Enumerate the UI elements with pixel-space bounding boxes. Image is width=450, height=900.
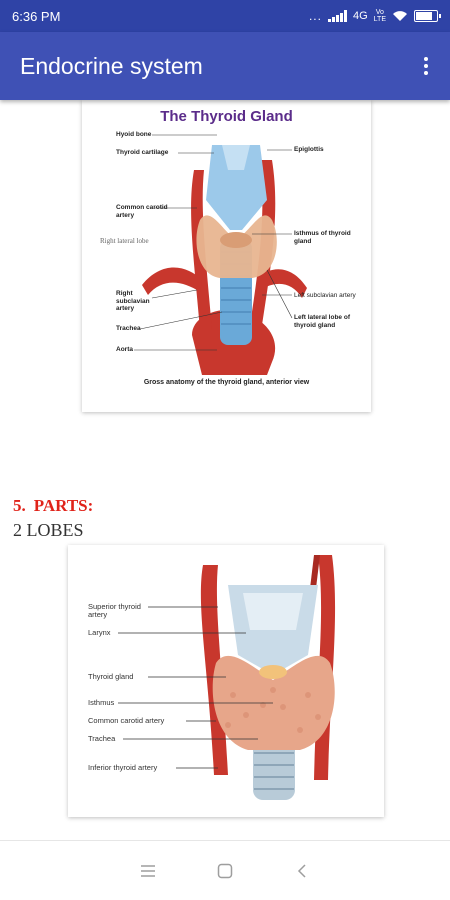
more-vert-icon[interactable]	[418, 51, 434, 81]
thyroid-lobes-figure: Superior thyroid artery Larynx Thyroid g…	[68, 545, 384, 817]
section-title: PARTS:	[33, 496, 94, 515]
label-common-carotid-artery: Common carotid artery	[88, 716, 165, 725]
network-type: 4G	[352, 10, 368, 22]
figure1-title: The Thyroid Gland	[160, 108, 293, 125]
status-icons: ... 4G Vo LTE	[308, 9, 441, 23]
battery-icon	[414, 10, 441, 22]
section-subheading: 2 LOBES	[13, 520, 84, 540]
volte-icon: Vo LTE	[374, 9, 386, 23]
label-thyroid-gland: Thyroid gland	[88, 672, 134, 681]
wifi-icon	[393, 11, 407, 21]
status-time: 6:36 PM	[12, 8, 61, 24]
thyroid-anatomy-figure: The Thyroid Gland Hyoid bone Thyroid car…	[82, 100, 371, 412]
signal-icon	[327, 10, 347, 22]
app-title: Endocrine system	[20, 52, 203, 79]
notification-dots: ...	[308, 9, 322, 23]
label-trachea-2: Trachea	[88, 734, 116, 743]
section-number: 5.	[13, 496, 26, 515]
menu-icon[interactable]	[133, 856, 163, 886]
label-isthmus: Isthmus of thyroid gland	[294, 230, 351, 245]
app-bar: Endocrine system	[0, 32, 450, 100]
home-square-icon[interactable]	[210, 856, 240, 886]
label-larynx: Larynx	[88, 628, 111, 637]
label-inferior-thyroid-artery: Inferior thyroid artery	[88, 763, 158, 772]
label-thyroid-cartilage: Thyroid cartilage	[116, 149, 169, 156]
label-aorta: Aorta	[116, 346, 133, 353]
label-hyoid-bone: Hyoid bone	[116, 131, 152, 138]
section-heading: 5. PARTS:	[13, 496, 93, 516]
navigation-bar	[0, 840, 450, 900]
label-epiglottis: Epiglottis	[294, 146, 324, 153]
label-common-carotid: Common carotid artery	[116, 204, 168, 219]
label-isthmus-2: Isthmus	[88, 698, 115, 707]
status-bar: 6:36 PM ... 4G Vo LTE	[0, 0, 450, 32]
figure1-leader-lines	[134, 134, 293, 351]
label-superior-thyroid-artery: Superior thyroid artery	[88, 602, 141, 619]
label-trachea: Trachea	[116, 325, 141, 332]
label-left-lateral-lobe: Left lateral lobe of thyroid gland	[294, 314, 350, 329]
volte-top: Vo	[375, 9, 384, 16]
back-chevron-icon[interactable]	[287, 856, 317, 886]
thyroid-anatomy-illustration	[142, 145, 307, 375]
figure1-caption: Gross anatomy of the thyroid gland, ante…	[143, 379, 310, 386]
label-right-lateral-lobe: Right lateral lobe	[100, 237, 149, 245]
content-scroll[interactable]: The Thyroid Gland Hyoid bone Thyroid car…	[0, 100, 450, 840]
label-right-subclavian: Right subclavian artery	[116, 290, 150, 312]
label-left-subclavian: Left subclavian artery	[294, 292, 356, 299]
volte-bottom: LTE	[373, 16, 386, 23]
thyroid-lobes-illustration	[118, 555, 336, 800]
